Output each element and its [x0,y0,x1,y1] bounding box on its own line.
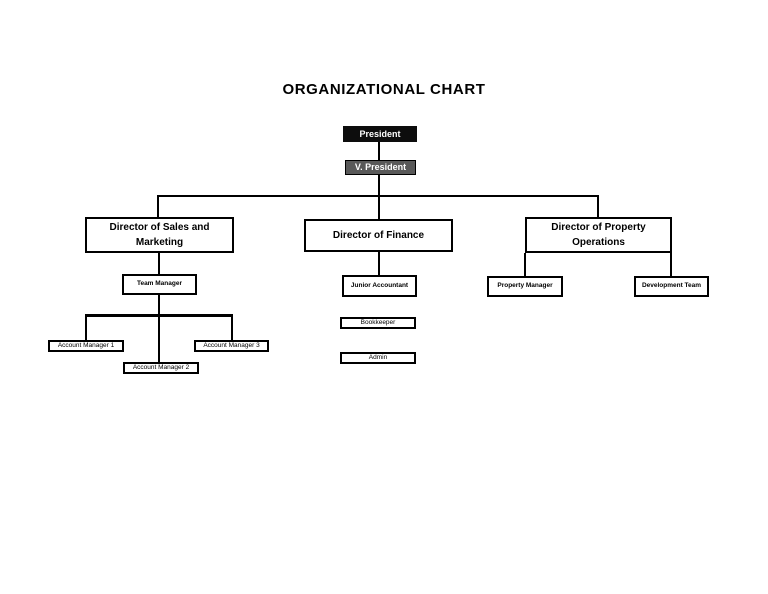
connector-president-vp [378,142,380,161]
connector-drop-am3 [231,316,233,341]
org-node-director-finance: Director of Finance [304,219,453,252]
org-node-vice-president: V. President [345,160,416,175]
connector-finance-junioraccountant [378,252,380,276]
connector-accountmanagers-hbar [85,314,233,317]
chart-title: ORGANIZATIONAL CHART [282,81,486,98]
connector-drop-sales [157,196,159,218]
connector-teammanager-am2 [158,294,160,363]
connector-drop-am1 [85,316,87,341]
connector-vp-down [378,175,380,196]
connector-sales-teammanager [158,253,160,275]
org-node-junior-accountant: Junior Accountant [342,275,417,297]
org-node-president: President [343,126,417,142]
connector-property-developmentteam [670,253,672,277]
org-node-director-sales-marketing: Director of Sales and Marketing [85,217,234,253]
org-node-account-manager-1: Account Manager 1 [48,340,124,352]
org-node-team-manager: Team Manager [122,274,197,295]
org-node-account-manager-3: Account Manager 3 [194,340,269,352]
org-node-development-team: Development Team [634,276,709,297]
org-node-bookkeeper: Bookkeeper [340,317,416,329]
connector-property-propertymanager [524,253,526,277]
connector-drop-property [597,196,599,218]
connector-drop-finance [378,196,380,220]
org-node-property-manager: Property Manager [487,276,563,297]
org-node-account-manager-2: Account Manager 2 [123,362,199,374]
org-node-admin: Admin [340,352,416,364]
org-node-director-property-operations: Director of Property Operations [525,217,672,253]
